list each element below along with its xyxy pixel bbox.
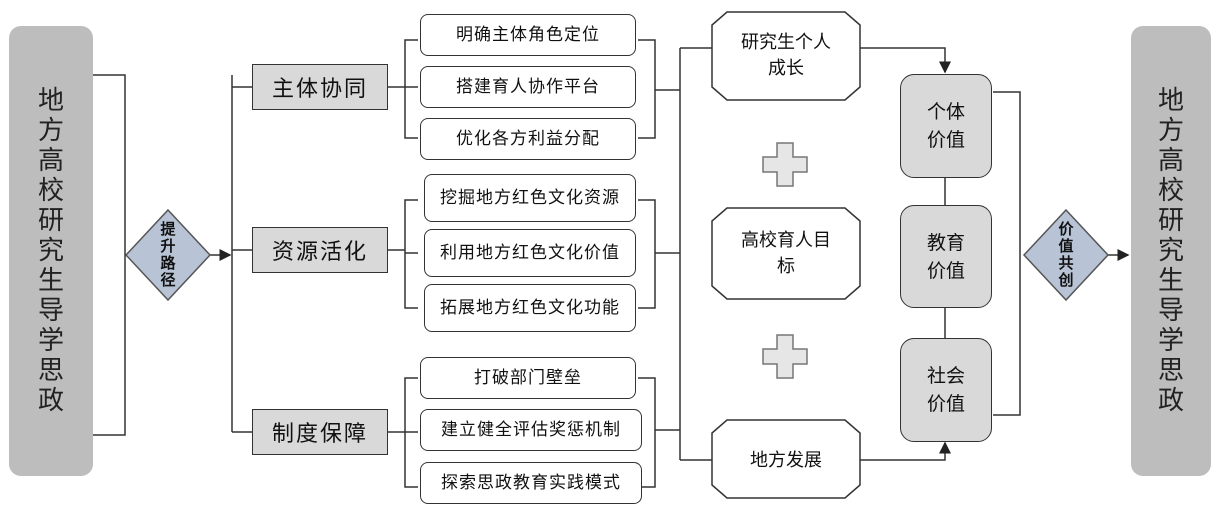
- value-social: 社会价值: [900, 338, 992, 442]
- item-benefit-distribution: 优化各方利益分配: [420, 118, 636, 160]
- category-system-guarantee: 制度保障: [252, 409, 388, 455]
- left-title: 地方高校研究生导学思政: [37, 86, 64, 416]
- right-diamond-label: 价值共创: [1058, 220, 1074, 289]
- value-social-label: 社会价值: [926, 365, 965, 415]
- right-diamond-shape: [1022, 208, 1110, 302]
- goal-personal-growth: 研究生个人成长: [722, 14, 850, 98]
- goal-university-education: 高校育人目标: [722, 212, 850, 296]
- category-resource-activation: 资源活化: [252, 227, 388, 273]
- item-break-barriers: 打破部门壁垒: [420, 357, 636, 399]
- item-role-positioning: 明确主体角色定位: [420, 14, 636, 56]
- value-education: 教育价值: [900, 205, 992, 308]
- left-diamond-label: 提升路径: [160, 220, 176, 289]
- category-subject-synergy: 主体协同: [252, 64, 388, 110]
- right-title-panel: 地方高校研究生导学思政: [1131, 26, 1211, 476]
- goal-3-shape: [711, 419, 861, 499]
- goal-university-education-label: 高校育人目标: [741, 230, 831, 277]
- value-education-label: 教育价值: [926, 231, 965, 282]
- item-practice-mode: 探索思政教育实践模式: [420, 462, 642, 504]
- item-use-value: 利用地方红色文化价值: [424, 229, 636, 277]
- item-dig-resources: 挖掘地方红色文化资源: [424, 174, 636, 222]
- goal-1-shape: [711, 11, 861, 101]
- item-platform: 搭建育人协作平台: [420, 66, 636, 108]
- goal-personal-growth-label: 研究生个人成长: [741, 32, 831, 79]
- left-diamond-shape: [124, 208, 212, 302]
- item-evaluation-mechanism: 建立健全评估奖惩机制: [420, 409, 642, 451]
- value-individual-label: 个体价值: [926, 101, 965, 151]
- value-individual: 个体价值: [900, 74, 992, 178]
- goal-local-development-label: 地方发展: [750, 450, 822, 471]
- item-expand-function: 拓展地方红色文化功能: [424, 284, 636, 332]
- goal-local-development: 地方发展: [722, 422, 850, 496]
- goal-2-shape: [711, 207, 861, 300]
- right-title: 地方高校研究生导学思政: [1157, 86, 1184, 416]
- plus-icon: [762, 142, 808, 379]
- left-title-panel: 地方高校研究生导学思政: [9, 26, 93, 476]
